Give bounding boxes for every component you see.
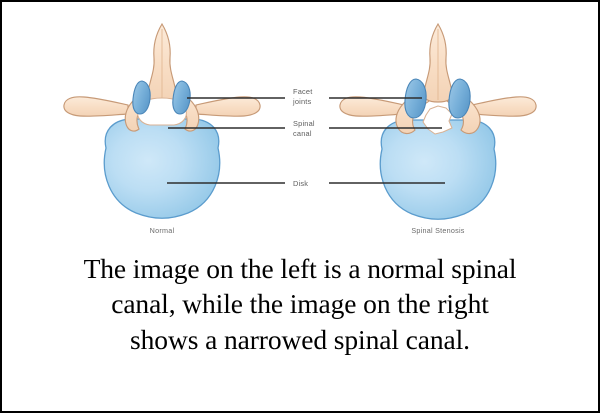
diagram-area: Normal xyxy=(2,2,598,245)
facet-joint-left-normal xyxy=(132,80,151,115)
caption-block: The image on the left is a normal spinal… xyxy=(2,245,598,411)
panel-label-stenosis: Spinal Stenosis xyxy=(411,226,464,235)
transverse-process-right-stenosis xyxy=(471,96,537,117)
callout-labels: Facet joints Spinal canal Disk xyxy=(292,87,315,188)
callout-spinal-canal-line2: canal xyxy=(293,129,312,138)
caption-line-3: shows a narrowed spinal canal. xyxy=(130,323,470,355)
callout-spinal-canal-line1: Spinal xyxy=(293,119,315,128)
transverse-process-left-normal xyxy=(63,96,129,117)
callout-leader-lines xyxy=(167,97,445,184)
disk-shape-stenosis xyxy=(379,119,497,220)
caption-line-1: The image on the left is a normal spinal xyxy=(83,253,517,284)
callout-disk-line1: Disk xyxy=(293,179,308,188)
caption-line-2: canal, while the image on the right xyxy=(111,288,489,320)
facet-joint-right-normal xyxy=(172,80,191,115)
disk-shape-normal xyxy=(103,118,221,219)
diagram-background xyxy=(2,2,598,245)
panel-label-normal: Normal xyxy=(150,226,175,235)
facet-joint-right-stenosis xyxy=(448,78,471,119)
callout-facet-joints-line2: joints xyxy=(292,97,312,106)
callout-facet-joints-line1: Facet xyxy=(293,87,312,96)
panel-normal: Normal xyxy=(63,22,261,235)
vertebra-comparison-diagram: Normal xyxy=(2,2,598,245)
